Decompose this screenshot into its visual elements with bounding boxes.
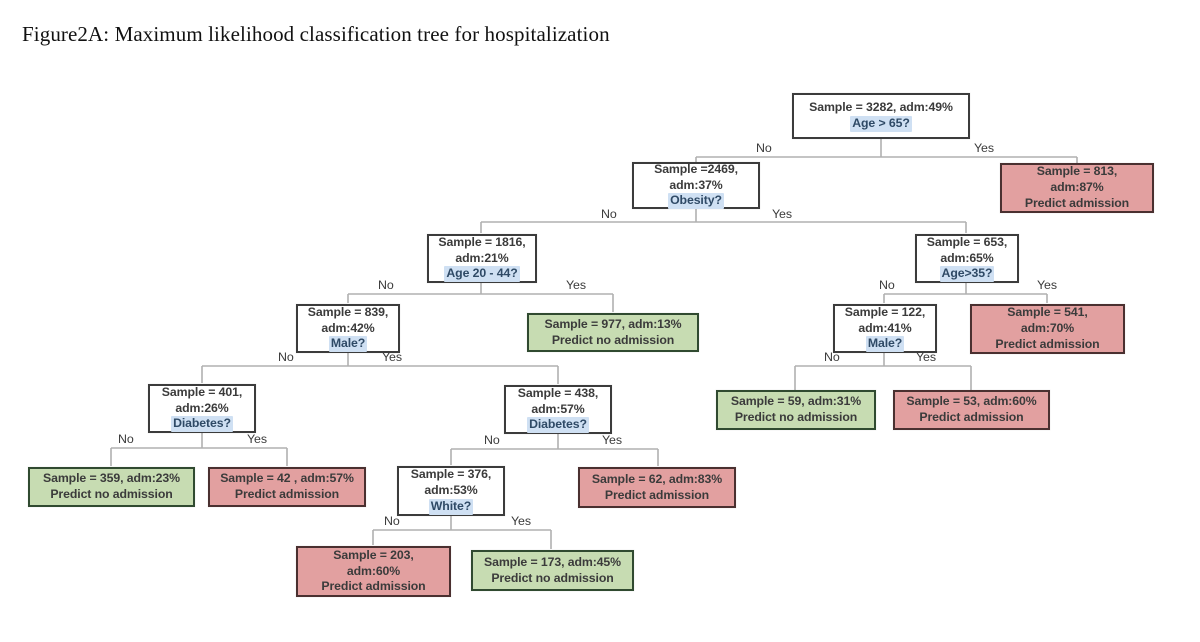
node-root-age65[interactable]: Sample = 3282, adm:49% Age > 65? <box>792 93 970 139</box>
node-line-prediction: Predict admission <box>1024 195 1130 210</box>
edge-label-age35-no: No <box>879 278 895 292</box>
edge-label-obesity-yes: Yes <box>772 207 792 221</box>
node-line-sample: Sample = 541, <box>1007 305 1088 320</box>
node-leaf-53-predict-admission[interactable]: Sample = 53, adm:60% Predict admission <box>893 390 1050 430</box>
node-leaf-59-predict-no-admission[interactable]: Sample = 59, adm:31% Predict no admissio… <box>716 390 876 430</box>
node-line-sample: Sample = 1816, <box>438 234 526 249</box>
node-line-prediction: Predict admission <box>234 487 340 501</box>
node-line-adm: adm:70% <box>1020 321 1075 336</box>
node-line-sample: Sample = 62, adm:83% <box>591 471 723 486</box>
node-leaf-813-predict-admission[interactable]: Sample = 813, adm:87% Predict admission <box>1000 163 1154 213</box>
node-line-sample: Sample = 59, adm:31% <box>730 394 862 409</box>
node-leaf-977-predict-no-admission[interactable]: Sample = 977, adm:13% Predict no admissi… <box>527 313 699 352</box>
node-line-adm: adm:26% <box>175 400 229 415</box>
node-line-adm: adm:65% <box>940 250 994 265</box>
node-line-sample: Sample = 839, <box>307 304 389 319</box>
node-leaf-173-predict-no-admission[interactable]: Sample = 173, adm:45% Predict no admissi… <box>471 550 634 591</box>
node-question: White? <box>428 498 474 515</box>
node-diabetes-438[interactable]: Sample = 438, adm:57% Diabetes? <box>504 385 612 434</box>
edge-label-obesity-no: No <box>601 207 617 221</box>
node-age-35[interactable]: Sample = 653, adm:65% Age>35? <box>915 234 1019 283</box>
node-line-adm: adm:37% <box>669 177 723 192</box>
node-line-prediction: Predict no admission <box>551 332 675 347</box>
edge-label-root-no: No <box>756 141 772 155</box>
node-diabetes-401[interactable]: Sample = 401, adm:26% Diabetes? <box>148 384 256 433</box>
node-line-adm: adm:87% <box>1050 180 1104 195</box>
node-line-prediction: Predict admission <box>919 410 1024 424</box>
node-line-sample: Sample = 359, adm:23% <box>43 471 180 486</box>
node-line-sample: Sample = 376, <box>410 467 492 482</box>
node-line-prediction: Predict no admission <box>734 410 858 424</box>
node-question: Age>35? <box>939 266 995 283</box>
edge-label-diabetes438-yes: Yes <box>602 433 622 447</box>
edge-label-age35-yes: Yes <box>1037 278 1057 292</box>
edge-label-male839-yes: Yes <box>382 350 402 364</box>
edge-label-male122-yes: Yes <box>916 350 936 364</box>
node-question: Age > 65? <box>850 116 912 132</box>
edge-label-age2044-yes: Yes <box>566 278 586 292</box>
node-leaf-62-predict-admission[interactable]: Sample = 62, adm:83% Predict admission <box>578 467 736 508</box>
edge-label-male122-no: No <box>824 350 840 364</box>
node-leaf-541-predict-admission[interactable]: Sample = 541, adm:70% Predict admission <box>970 304 1125 354</box>
node-question: Diabetes? <box>171 416 233 433</box>
node-line-adm: adm:21% <box>455 250 509 265</box>
node-line-prediction: Predict no admission <box>50 487 173 501</box>
node-question: Male? <box>328 336 368 353</box>
node-line-adm: adm:57% <box>531 401 585 416</box>
node-line-prediction: Predict no admission <box>491 570 614 585</box>
edge-label-male839-no: No <box>278 350 294 364</box>
edge-label-white376-no: No <box>384 514 400 528</box>
node-line-sample: Sample = 653, <box>926 234 1008 249</box>
node-white-376[interactable]: Sample = 376, adm:53% White? <box>397 466 505 516</box>
node-line-sample: Sample = 122, <box>844 304 926 319</box>
node-leaf-359-predict-no-admission[interactable]: Sample = 359, adm:23% Predict no admissi… <box>28 467 195 507</box>
node-line-sample: Sample = 401, <box>161 384 243 399</box>
node-line-sample: Sample = 977, adm:13% <box>544 316 682 331</box>
node-question: Diabetes? <box>527 417 589 434</box>
node-male-839[interactable]: Sample = 839, adm:42% Male? <box>296 304 400 353</box>
node-line-sample: Sample = 438, <box>517 385 599 400</box>
edge-label-age2044-no: No <box>378 278 394 292</box>
node-line-adm: adm:53% <box>424 483 478 498</box>
node-line-sample: Sample = 813, <box>1036 164 1118 179</box>
node-line-adm: adm:42% <box>321 320 375 335</box>
node-line-sample: Sample = 42 , adm:57% <box>220 471 354 486</box>
node-line-sample: Sample = 173, adm:45% <box>484 554 621 569</box>
node-line-sample: Sample = 3282, adm:49% <box>809 100 953 115</box>
node-line-prediction: Predict admission <box>604 487 710 502</box>
node-question: Obesity? <box>668 193 724 210</box>
edge-label-white376-yes: Yes <box>511 514 531 528</box>
node-line-sample: Sample =2469, <box>654 161 738 176</box>
node-leaf-42-predict-admission[interactable]: Sample = 42 , adm:57% Predict admission <box>208 467 366 507</box>
node-line-adm: adm:41% <box>858 320 912 335</box>
node-obesity[interactable]: Sample =2469, adm:37% Obesity? <box>632 161 760 210</box>
node-leaf-203-predict-admission[interactable]: Sample = 203, adm:60% Predict admission <box>296 546 451 597</box>
page-title: Figure2A: Maximum likelihood classificat… <box>22 22 610 46</box>
node-line-sample: Sample = 203, <box>333 547 414 562</box>
node-line-prediction: Predict admission <box>321 579 426 594</box>
node-question: Age 20 - 44? <box>444 266 520 283</box>
node-age-20-44[interactable]: Sample = 1816, adm:21% Age 20 - 44? <box>427 234 537 283</box>
edge-label-diabetes401-no: No <box>118 432 134 446</box>
node-line-adm: adm:60% <box>346 563 401 578</box>
edge-label-root-yes: Yes <box>974 141 994 155</box>
node-line-prediction: Predict admission <box>995 336 1100 351</box>
node-question: Male? <box>865 336 905 353</box>
node-male-122[interactable]: Sample = 122, adm:41% Male? <box>833 304 937 353</box>
node-line-sample: Sample = 53, adm:60% <box>906 394 1037 409</box>
edge-label-diabetes438-no: No <box>484 433 500 447</box>
edge-label-diabetes401-yes: Yes <box>247 432 267 446</box>
